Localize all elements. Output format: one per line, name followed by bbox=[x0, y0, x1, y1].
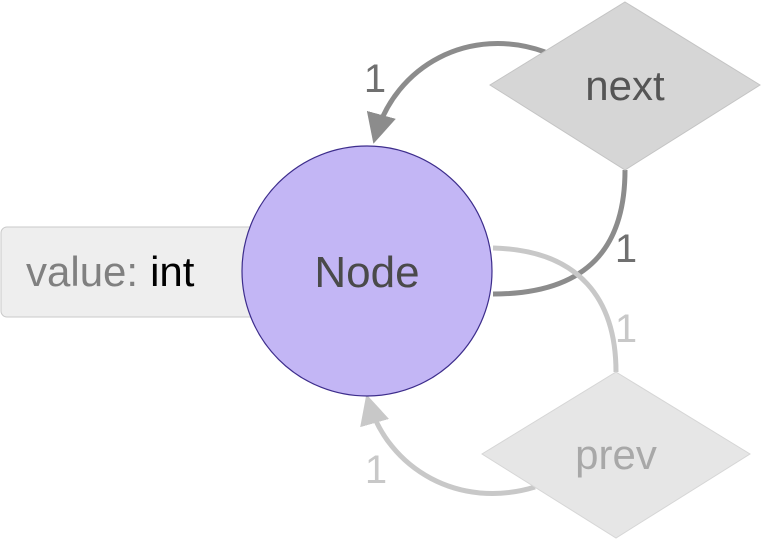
entity-node: Node bbox=[241, 145, 493, 397]
prev-edge-out bbox=[492, 245, 619, 373]
svg-text:value:int: value: int bbox=[26, 248, 195, 295]
next-source-cardinality: 1 bbox=[615, 227, 637, 271]
relationship-prev: prev bbox=[481, 371, 751, 539]
relationship-next-label: next bbox=[585, 62, 665, 109]
prev-target-cardinality: 1 bbox=[365, 448, 387, 492]
attribute-type: int bbox=[150, 248, 195, 295]
prev-source-cardinality: 1 bbox=[615, 307, 637, 351]
relationship-prev-label: prev bbox=[575, 431, 657, 478]
next-edge-in bbox=[366, 41, 546, 144]
next-target-cardinality: 1 bbox=[364, 57, 386, 101]
next-edge-out bbox=[492, 169, 628, 297]
prev-edge-in bbox=[360, 394, 536, 497]
entity-name: Node bbox=[314, 248, 419, 297]
attribute-key: value: bbox=[26, 248, 138, 295]
attribute-box: value: int bbox=[0, 226, 274, 318]
relationship-next: next bbox=[489, 1, 761, 171]
